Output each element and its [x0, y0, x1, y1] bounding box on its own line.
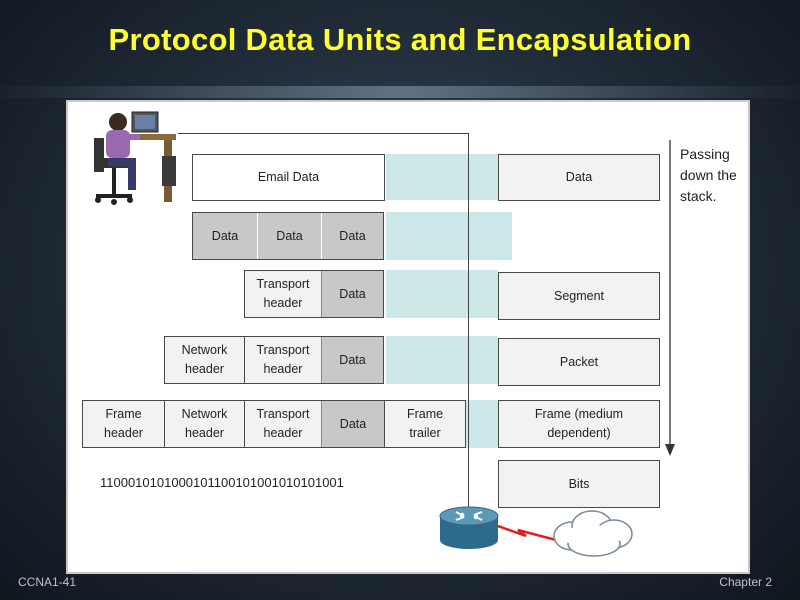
network-header-cell: Network header [165, 337, 245, 383]
frame-network-header-cell: Network header [165, 401, 245, 447]
network-header-label: Network header [182, 341, 228, 379]
data-cell-1: Data [193, 213, 257, 259]
pdu-label-segment-text: Segment [554, 287, 604, 306]
data-cell-3-label: Data [339, 227, 365, 246]
pdu-label-segment: Segment [498, 272, 660, 320]
frame-data-cell: Data [321, 401, 385, 447]
passing-down-note: Passing down the stack. [680, 144, 737, 207]
data-cell-1-label: Data [212, 227, 238, 246]
packet-data-label: Data [339, 351, 365, 370]
teal-band-row5 [466, 400, 498, 448]
frame-transport-header-cell: Transport header [245, 401, 321, 447]
packet-transport-header-label: Transport header [256, 341, 309, 379]
pdu-label-bits-text: Bits [569, 475, 590, 494]
pdu-label-frame-text: Frame (medium dependent) [535, 405, 623, 443]
pdu-label-data: Data [498, 154, 660, 201]
pdu-label-packet-text: Packet [560, 353, 598, 372]
segment-data-cell: Data [321, 271, 383, 317]
network-cloud-icon [550, 506, 636, 560]
router-icon [438, 504, 500, 550]
down-arrow-icon [664, 140, 676, 458]
data-cell-3: Data [321, 213, 383, 259]
transport-header-label: Transport header [256, 275, 309, 313]
footer-chapter: Chapter 2 [719, 575, 772, 589]
data-cell-2: Data [257, 213, 321, 259]
connector-top [128, 133, 468, 134]
pdu-label-bits: Bits [498, 460, 660, 508]
frame-trailer-cell: Frame trailer [385, 401, 465, 447]
serial-link-icon [498, 522, 558, 546]
bits-string: 1100010101000101100101001010101001 [100, 475, 344, 490]
connector-down [468, 133, 469, 523]
email-data-box: Email Data [192, 154, 385, 201]
frame-network-header-label: Network header [182, 405, 228, 443]
packet-data-cell: Data [321, 337, 383, 383]
frame-header-label: Frame header [104, 405, 143, 443]
teal-band-row3 [386, 270, 498, 318]
segment-data-label: Data [339, 285, 365, 304]
segment-box: Transport header Data [244, 270, 384, 318]
pdu-label-data-text: Data [566, 168, 592, 187]
transport-header-cell: Transport header [245, 271, 321, 317]
frame-data-label: Data [340, 415, 366, 434]
page-title: Protocol Data Units and Encapsulation [0, 22, 800, 58]
teal-band-row1 [386, 154, 498, 200]
teal-band-row2 [386, 212, 512, 260]
user-at-computer-icon [78, 108, 178, 216]
pdu-label-packet: Packet [498, 338, 660, 386]
email-data-label: Email Data [258, 168, 319, 187]
pdu-label-frame: Frame (medium dependent) [498, 400, 660, 448]
footer-course-id: CCNA1-41 [18, 575, 76, 589]
packet-transport-header-cell: Transport header [245, 337, 321, 383]
title-divider [0, 86, 800, 98]
data-split-box: Data Data Data [192, 212, 384, 260]
packet-box: Network header Transport header Data [164, 336, 384, 384]
diagram-panel: Email Data Data Data Data Transport head… [66, 100, 750, 574]
data-cell-2-label: Data [276, 227, 302, 246]
teal-band-row4 [386, 336, 498, 384]
frame-trailer-label: Frame trailer [407, 405, 443, 443]
frame-header-cell: Frame header [83, 401, 165, 447]
frame-transport-header-label: Transport header [256, 405, 309, 443]
frame-box: Frame header Network header Transport he… [82, 400, 466, 448]
